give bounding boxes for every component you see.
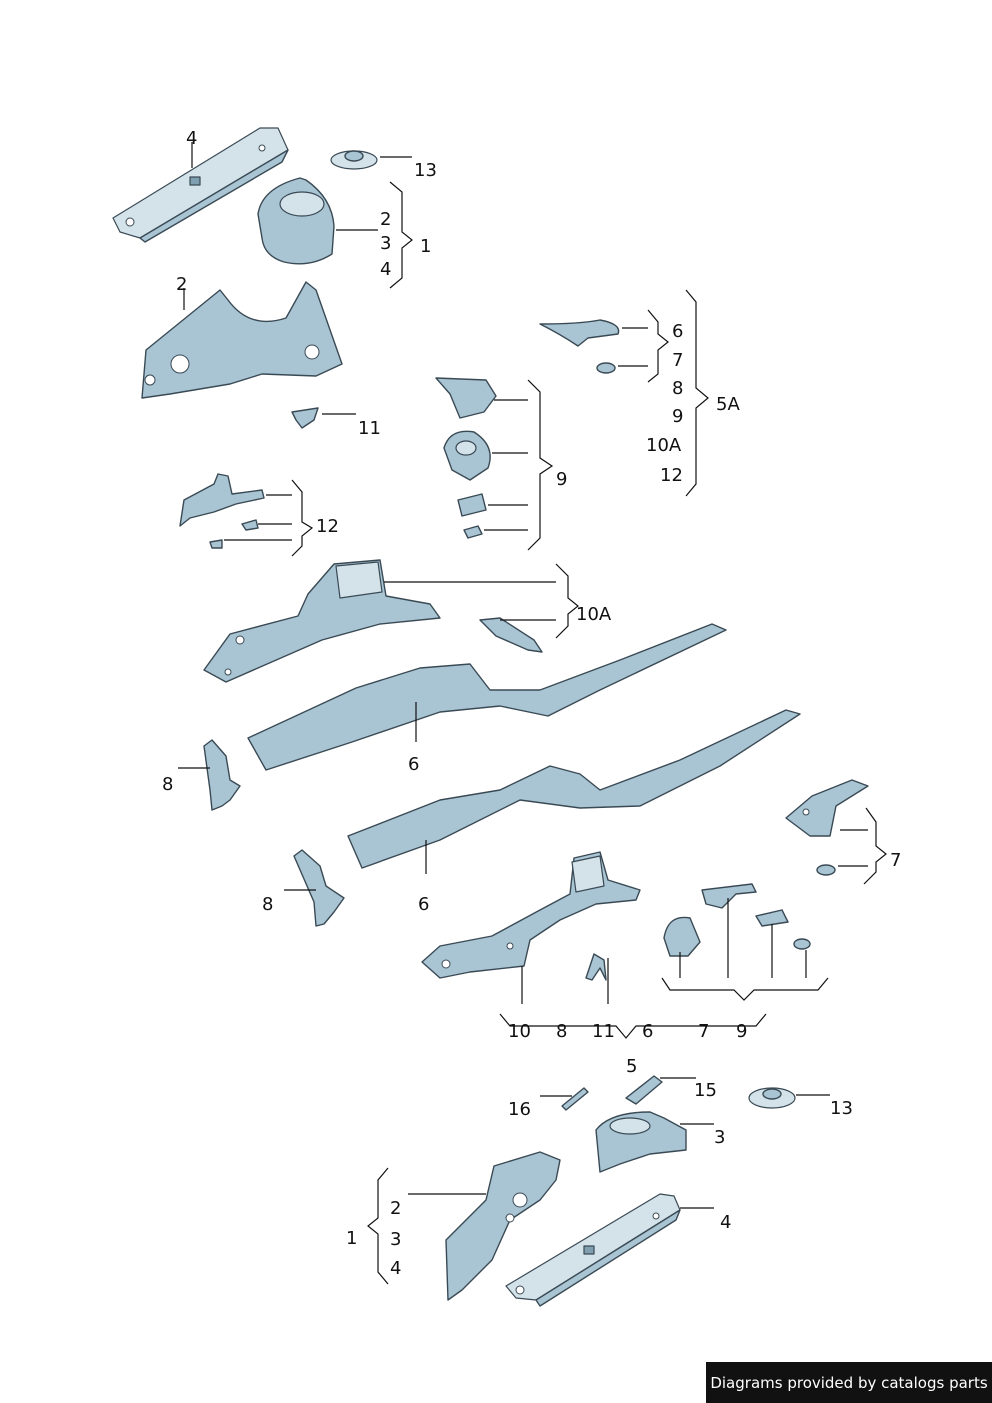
callout-r-6: 6 xyxy=(672,321,683,342)
callout-top-3: 3 xyxy=(380,233,391,254)
callout-left-2: 2 xyxy=(176,274,187,295)
callout-bot-15: 15 xyxy=(694,1080,717,1101)
part-13-top xyxy=(330,150,378,170)
rail-6-upper xyxy=(247,623,727,771)
callout-top-1: 1 xyxy=(420,236,431,257)
callout-bot-5: 5 xyxy=(626,1056,637,1077)
callout-mid-10a: 10A xyxy=(576,604,612,625)
part-9-bracket-b xyxy=(443,430,491,481)
part-6-lower-a xyxy=(701,883,757,909)
part-9-bracket-a xyxy=(435,377,497,419)
rail-6-lower xyxy=(347,709,801,869)
part-6-right-top xyxy=(539,319,620,347)
part-13-bottom xyxy=(748,1087,796,1109)
bracket-8-upper xyxy=(203,739,241,811)
part-10a-frame xyxy=(203,559,441,683)
callout-top-4: 4 xyxy=(186,128,197,149)
callout-bot-4b: 4 xyxy=(390,1258,401,1279)
callout-row-8: 8 xyxy=(556,1021,567,1042)
callout-r-5a: 5A xyxy=(716,394,740,415)
callout-bot-3b: 3 xyxy=(390,1229,401,1250)
part-4-top xyxy=(112,127,289,243)
callout-mid-9: 9 xyxy=(556,469,567,490)
part-11-clip xyxy=(585,953,607,981)
part-9-bracket-d xyxy=(463,525,483,539)
part-11-small xyxy=(291,407,319,429)
callout-left-12: 12 xyxy=(316,516,339,537)
part-7-lower-a xyxy=(755,909,789,927)
strut-tower-bottom xyxy=(595,1111,687,1173)
part-16-pin xyxy=(561,1087,589,1111)
wheelhouse-2 xyxy=(141,281,343,399)
callout-right-7: 7 xyxy=(890,850,901,871)
callout-bot-2: 2 xyxy=(390,1198,401,1219)
callout-r-9: 9 xyxy=(672,406,683,427)
callout-top-13: 13 xyxy=(414,160,437,181)
callout-row-9: 9 xyxy=(736,1021,747,1042)
callout-rail-6a: 6 xyxy=(408,754,419,775)
callout-bot-4: 4 xyxy=(720,1212,731,1233)
bracket-8-lower xyxy=(293,849,345,927)
callout-row-10: 10 xyxy=(508,1021,531,1042)
callout-row-6: 6 xyxy=(642,1021,653,1042)
callout-top-2: 2 xyxy=(380,209,391,230)
part-7-right-washer xyxy=(816,864,836,876)
callout-bot-3: 3 xyxy=(714,1127,725,1148)
part-9-lower-a xyxy=(663,916,701,957)
callout-brk-8b: 8 xyxy=(262,894,273,915)
part-10a-small xyxy=(479,617,543,653)
callout-bot-1: 1 xyxy=(346,1228,357,1249)
callout-rail-6b: 6 xyxy=(418,894,429,915)
wheelhouse-bottom xyxy=(445,1151,561,1301)
part-9-bracket-c xyxy=(457,493,487,517)
part-10-rear-frame xyxy=(421,851,641,979)
part-9-lower-b xyxy=(793,938,811,950)
callout-top-4b: 4 xyxy=(380,259,391,280)
part-7-right-top xyxy=(596,362,616,374)
footer-credit: Diagrams provided by catalogs parts xyxy=(706,1362,992,1403)
part-7-right xyxy=(785,779,869,837)
part-4-bottom xyxy=(505,1193,681,1307)
strut-tower-top xyxy=(257,177,335,265)
callout-r-12: 12 xyxy=(660,465,683,486)
part-15-clip xyxy=(625,1075,663,1105)
callout-row-11: 11 xyxy=(592,1021,615,1042)
callout-r-8: 8 xyxy=(672,378,683,399)
callout-row-7: 7 xyxy=(698,1021,709,1042)
callout-brk-8a: 8 xyxy=(162,774,173,795)
callout-r-7: 7 xyxy=(672,350,683,371)
callout-left-11: 11 xyxy=(358,418,381,439)
callout-r-10a: 10A xyxy=(646,435,682,456)
callout-bot-13: 13 xyxy=(830,1098,853,1119)
callout-bot-16: 16 xyxy=(508,1099,531,1120)
part-12-bracket xyxy=(179,473,265,549)
